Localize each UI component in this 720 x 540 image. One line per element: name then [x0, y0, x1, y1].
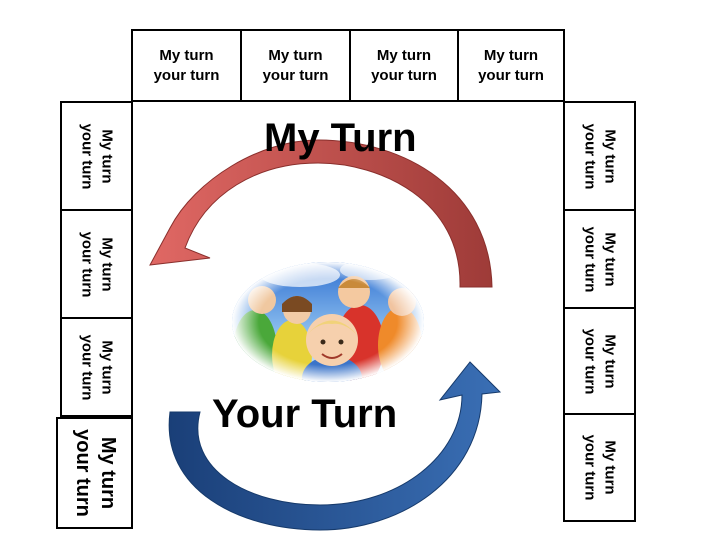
card-line2: your turn: [371, 66, 437, 84]
card-line2: your turn: [478, 66, 544, 84]
left-card-2: My turn your turn: [60, 209, 133, 319]
my-turn-heading: My Turn: [264, 116, 417, 160]
card-line2: your turn: [78, 231, 96, 297]
card-line1: My turn: [96, 436, 119, 510]
card-line1: My turn: [376, 47, 432, 64]
card-line2: your turn: [581, 434, 599, 501]
left-card-4: My turn your turn: [56, 417, 133, 529]
top-card-2: My turn your turn: [240, 29, 351, 102]
card-line1: My turn: [268, 47, 323, 64]
card-line2: your turn: [78, 123, 96, 189]
left-card-3: My turn your turn: [60, 317, 133, 417]
children-photo: [232, 262, 424, 382]
blue-curved-arrow: [168, 361, 502, 531]
card-line2: your turn: [581, 226, 599, 292]
card-line1: My turn: [159, 47, 214, 64]
right-card-1: My turn your turn: [563, 101, 636, 211]
your-turn-heading: Your Turn: [212, 392, 398, 436]
top-card-4: My turn your turn: [457, 29, 565, 102]
top-card-1: My turn your turn: [131, 29, 242, 102]
card-line2: your turn: [581, 328, 599, 394]
card-line1: My turn: [98, 128, 115, 184]
card-line1: My turn: [601, 333, 618, 389]
card-line2: your turn: [71, 429, 94, 517]
red-curved-arrow: [149, 139, 493, 288]
right-card-3: My turn your turn: [563, 307, 636, 415]
card-line1: My turn: [601, 231, 618, 287]
card-line1: My turn: [601, 440, 618, 495]
card-line2: your turn: [262, 66, 329, 84]
top-card-3: My turn your turn: [349, 29, 459, 102]
card-line1: My turn: [483, 47, 539, 64]
card-line1: My turn: [601, 128, 618, 184]
left-card-1: My turn your turn: [60, 101, 133, 211]
card-line2: your turn: [78, 334, 96, 400]
right-card-4: My turn your turn: [563, 413, 636, 522]
card-line1: My turn: [98, 339, 115, 395]
card-line1: My turn: [98, 236, 115, 292]
card-line2: your turn: [581, 123, 599, 189]
right-card-2: My turn your turn: [563, 209, 636, 309]
card-line2: your turn: [153, 66, 220, 84]
